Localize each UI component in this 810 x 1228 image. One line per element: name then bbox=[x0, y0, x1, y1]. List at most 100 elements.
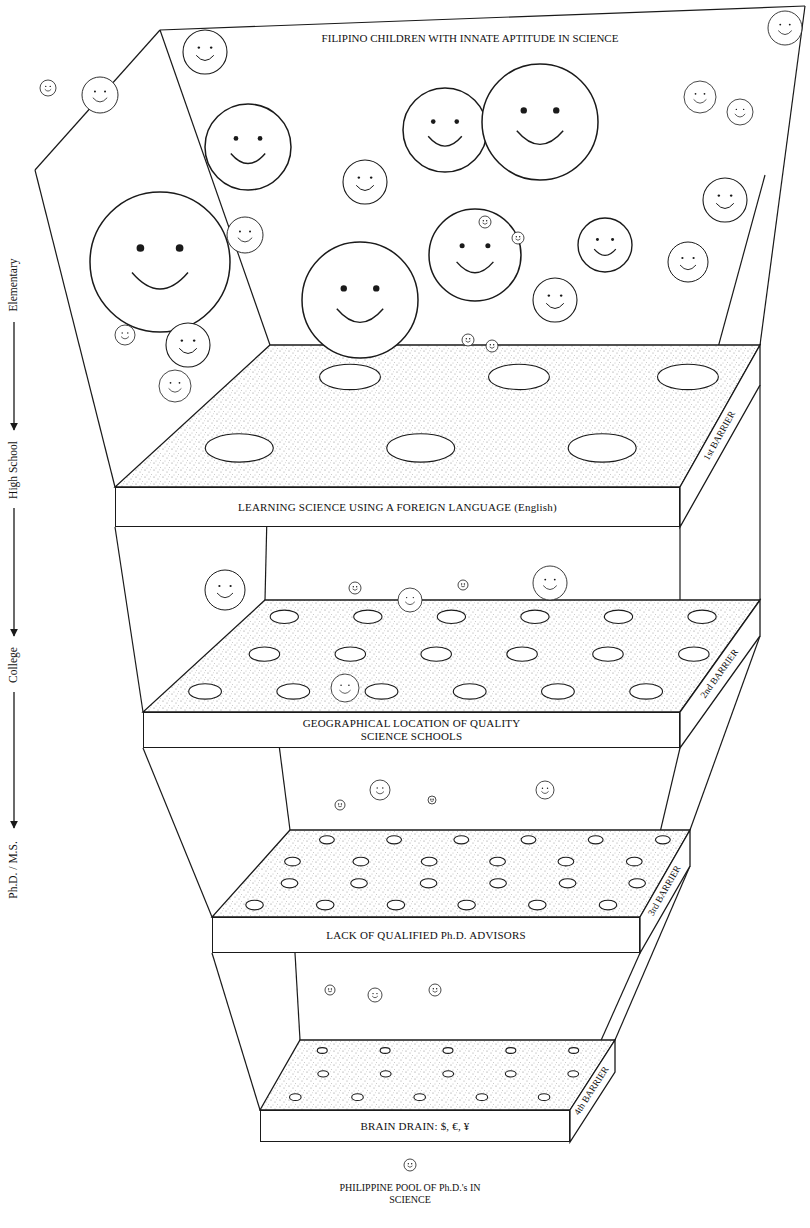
face-eye bbox=[341, 285, 347, 291]
face-smile bbox=[405, 602, 415, 605]
face-outline bbox=[370, 780, 390, 800]
plate-hole bbox=[421, 857, 437, 866]
stage-arrow bbox=[13, 508, 14, 636]
barrier-name: GEOGRAPHICAL LOCATION OF QUALITY SCIENCE… bbox=[281, 715, 543, 744]
face-smile bbox=[93, 98, 107, 102]
face-eye bbox=[193, 339, 195, 341]
face-outline bbox=[533, 566, 567, 600]
face-eye bbox=[230, 585, 232, 587]
face-eye bbox=[431, 119, 436, 124]
face-outline bbox=[183, 30, 227, 74]
face-eye bbox=[736, 109, 737, 110]
smiley-face bbox=[668, 242, 708, 282]
face-eye bbox=[730, 194, 732, 196]
smiley-face bbox=[349, 582, 361, 594]
face-smile bbox=[433, 991, 438, 992]
face-eye bbox=[554, 579, 556, 581]
face-smile bbox=[238, 238, 252, 242]
plate-hole bbox=[352, 1094, 364, 1101]
face-eye bbox=[353, 586, 354, 587]
stage-label: Elementary bbox=[7, 258, 21, 311]
smiley-face bbox=[40, 80, 56, 96]
face-eye bbox=[436, 988, 437, 989]
face-smile bbox=[541, 791, 548, 793]
plate-hole bbox=[679, 647, 709, 661]
face-smile bbox=[376, 792, 384, 794]
plate-hole bbox=[538, 1094, 550, 1101]
smiley-face bbox=[428, 796, 436, 804]
face-smile bbox=[680, 265, 696, 270]
smiley-face bbox=[90, 192, 230, 332]
funnel-walls bbox=[35, 6, 805, 1110]
plate-hole bbox=[476, 1094, 488, 1101]
plate-hole bbox=[320, 836, 335, 844]
plate-hole bbox=[351, 879, 368, 888]
smiley-face bbox=[183, 30, 227, 74]
plate-hole bbox=[559, 879, 576, 888]
face-eye bbox=[382, 787, 383, 788]
smiley-face bbox=[578, 218, 632, 272]
barrier-name: LEARNING SCIENCE USING A FOREIGN LANGUAG… bbox=[232, 499, 563, 516]
face-smile bbox=[179, 348, 197, 353]
smiley-face bbox=[403, 88, 487, 172]
face-smile bbox=[121, 337, 129, 339]
plate-hole bbox=[507, 647, 537, 661]
face-eye bbox=[544, 579, 546, 581]
face-smile bbox=[430, 800, 433, 802]
face-outline bbox=[462, 334, 474, 346]
face-eye bbox=[779, 24, 781, 26]
face-smile bbox=[543, 586, 557, 590]
funnel-edge bbox=[760, 6, 805, 345]
barrier-plate: BRAIN DRAIN: $, €, ¥4th BARRIER bbox=[260, 1110, 570, 1142]
face-eye bbox=[137, 244, 145, 252]
barrier-plate-art bbox=[212, 830, 690, 953]
face-eye bbox=[94, 90, 96, 92]
plate-hole bbox=[318, 1071, 329, 1077]
smiley-face bbox=[335, 800, 345, 810]
face-eye bbox=[348, 684, 350, 686]
face-eye bbox=[239, 230, 241, 232]
face-eye bbox=[176, 244, 184, 252]
plate-hole bbox=[489, 364, 550, 389]
face-eye bbox=[486, 220, 487, 221]
face-outline bbox=[368, 988, 382, 1002]
smiley-face bbox=[331, 674, 359, 702]
plate-hole bbox=[599, 900, 617, 910]
smiley-face bbox=[159, 370, 191, 402]
face-eye bbox=[490, 344, 491, 345]
face-eye bbox=[521, 107, 527, 113]
face-outline bbox=[331, 674, 359, 702]
face-outline bbox=[90, 192, 230, 332]
face-smile bbox=[694, 99, 707, 103]
barrier-name: LACK OF QUALIFIED Ph.D. ADVISORS bbox=[320, 927, 532, 944]
plate-hole bbox=[414, 1094, 426, 1101]
barrier-plate: GEOGRAPHICAL LOCATION OF QUALITY SCIENCE… bbox=[143, 712, 680, 748]
face-eye bbox=[258, 136, 263, 141]
smiley-face bbox=[205, 104, 291, 190]
plate-top-face bbox=[143, 600, 760, 712]
face-smile bbox=[328, 991, 332, 992]
face-outline bbox=[482, 64, 598, 180]
smiley-face bbox=[768, 11, 802, 45]
face-smile bbox=[132, 273, 188, 289]
face-outline bbox=[302, 242, 418, 358]
plate-hole bbox=[458, 900, 476, 910]
barrier-plate-art bbox=[260, 1040, 615, 1142]
smiley-face bbox=[404, 1159, 416, 1171]
plate-hole bbox=[277, 684, 310, 699]
smiley-face bbox=[429, 209, 521, 301]
plate-top-face bbox=[115, 345, 760, 487]
face-outline bbox=[578, 218, 632, 272]
plate-hole bbox=[630, 684, 663, 699]
plate-hole bbox=[387, 836, 402, 844]
smiley-face bbox=[684, 81, 716, 113]
face-eye bbox=[547, 788, 548, 789]
face-outline bbox=[205, 104, 291, 190]
funnel-edge bbox=[35, 170, 115, 487]
face-smile bbox=[408, 1166, 413, 1167]
plate-hole bbox=[353, 857, 369, 866]
plate-hole bbox=[290, 1094, 302, 1101]
face-eye bbox=[370, 176, 372, 178]
